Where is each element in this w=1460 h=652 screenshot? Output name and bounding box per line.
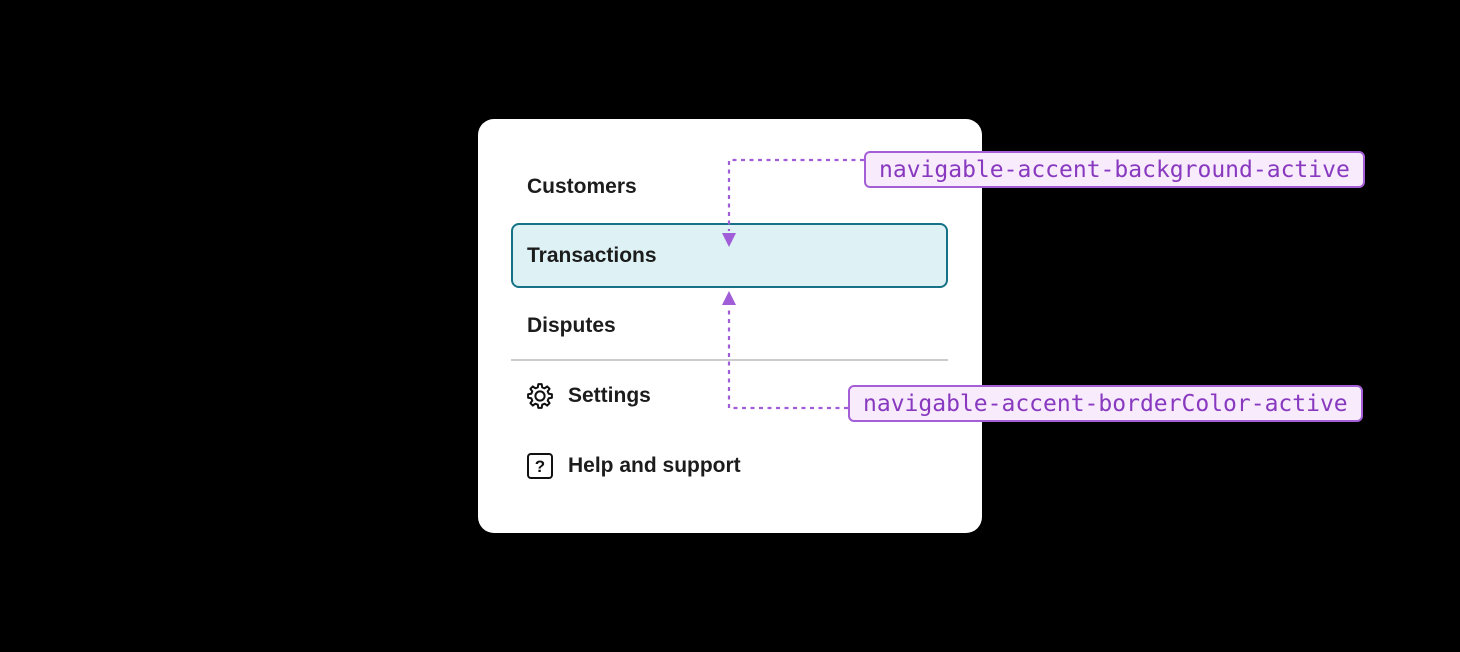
help-icon-glyph: ? (534, 456, 546, 476)
token-label-bordercolor-active: navigable-accent-borderColor-active (848, 385, 1363, 422)
nav-item-label: Help and support (568, 454, 741, 477)
gear-icon (527, 383, 553, 409)
nav-item-settings[interactable]: Settings (527, 381, 651, 411)
nav-item-label: Settings (568, 384, 651, 407)
nav-item-help-and-support[interactable]: ? Help and support (527, 451, 741, 481)
token-label-background-active: navigable-accent-background-active (864, 151, 1365, 188)
nav-item-label: Transactions (527, 243, 657, 267)
nav-divider (511, 359, 948, 361)
help-icon: ? (527, 453, 553, 479)
nav-item-transactions-active[interactable]: Transactions (511, 223, 948, 288)
nav-item-customers[interactable]: Customers (527, 175, 637, 198)
nav-item-disputes[interactable]: Disputes (527, 314, 616, 337)
